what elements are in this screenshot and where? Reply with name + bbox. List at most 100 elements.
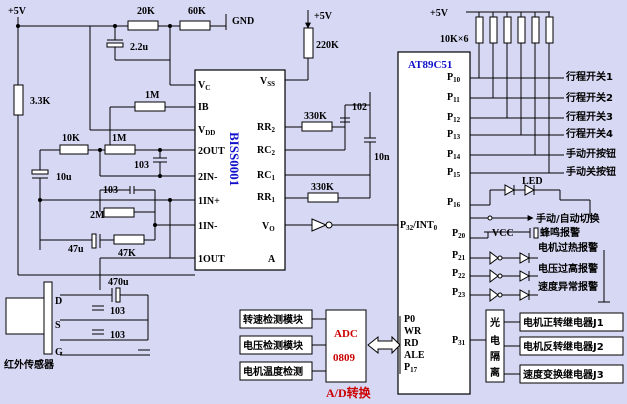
ir-sensor-lead-frame: [43, 281, 53, 355]
capacitor-10u: [31, 169, 49, 175]
manual-off-button-label: 手动关按钮: [566, 165, 616, 178]
at89c51-chip: [397, 51, 471, 395]
biss0001-name: BISS0001: [227, 132, 242, 186]
gnd-label: GND: [232, 16, 254, 27]
limit-switch-3-label: 行程开关3: [565, 110, 613, 123]
limit-switch-4-label: 行程开关4: [565, 127, 613, 140]
biss-pin-1inp: 1IN+: [198, 196, 220, 207]
resistor-20k-label: 20K: [137, 6, 155, 17]
ir-sensor-body: [5, 297, 49, 335]
capacitor-103-c-label: 103: [110, 306, 125, 317]
capacitor-103-b-label: 103: [103, 185, 118, 196]
svg-text:ALE: ALE: [404, 350, 425, 361]
resistor-20k: [127, 20, 159, 31]
capacitor-470u-label: 470u: [108, 277, 129, 288]
resistor-330k-a-label: 330K: [304, 111, 327, 122]
alarm-overcurrent: [470, 251, 538, 265]
resistor-330k-b-label: 330K: [311, 182, 334, 193]
led-diode: [504, 184, 516, 196]
vcc-buzzer-label: VCC: [492, 228, 514, 239]
resistor-3-3k-label: 3.3K: [30, 96, 51, 107]
adc-name-label: ADC: [334, 328, 358, 340]
ir-pin-d: D: [55, 296, 62, 307]
overcurrent-alarm-label: 电机过热报警: [538, 241, 598, 254]
relay-j1-box[interactable]: [519, 312, 624, 332]
inverter-symbol: [311, 218, 328, 232]
resistor-pack-label: 10K×6: [440, 34, 468, 45]
relay-j2-box[interactable]: [519, 336, 624, 356]
biss-pin-ib: IB: [198, 102, 209, 113]
resistor-47k: [113, 234, 145, 245]
adc-model-label: 0809: [333, 352, 356, 364]
alarm-speed: [470, 288, 538, 302]
resistor-330k-a: [301, 121, 333, 132]
vcc-right-label: +5V: [430, 8, 449, 19]
resistor-1m-2-label: 1M: [112, 133, 127, 144]
speed-abnormal-alarm-label: 速度异常报警: [538, 280, 598, 293]
optocoupler-label-3: 隔: [490, 351, 500, 363]
resistor-3-3k: [13, 84, 24, 116]
resistor-60k: [179, 20, 211, 31]
biss-pin-rr2: RR2: [257, 122, 275, 134]
biss0001-chip: [194, 69, 286, 271]
relay-j1-label: 电机正转继电器J1: [523, 316, 604, 329]
buzzer-label: 蜂鸣报警: [540, 226, 580, 239]
manual-auto-switch-label: 手动/自动切换: [536, 212, 601, 225]
biss-pin-1out: 1OUT: [198, 254, 225, 265]
adc-caption-label: A/D转换: [326, 385, 372, 400]
biss-pin-a: A: [268, 254, 276, 265]
capacitor-10u-label: 10u: [56, 172, 72, 183]
capacitor-47u-label: 47u: [68, 244, 84, 255]
speed-module-label: 转速检测模块: [243, 313, 304, 326]
temp-module-label: 电机温度检测: [243, 365, 303, 378]
overvoltage-alarm-label: 电压过高报警: [538, 262, 598, 275]
resistor-60k-label: 60K: [188, 6, 206, 17]
ir-sensor-label: 红外传感器: [4, 358, 55, 371]
capacitor-470u: [115, 287, 121, 303]
biss-pin-2out: 2OUT: [198, 146, 225, 157]
resistor-1m-ib-label: 1M: [145, 90, 160, 101]
resistor-pack: [475, 12, 554, 173]
optocoupler-label-1: 光: [489, 316, 500, 329]
svg-text:WR: WR: [404, 326, 422, 337]
vcc-mid-label: +5V: [314, 11, 333, 22]
resistor-220k: [303, 27, 314, 59]
biss-pin-2in: 2IN-: [198, 172, 217, 183]
mcu-pins: P10 P11 P12 P13 P14 P15 P16 P32/INT0 P20…: [400, 72, 466, 374]
resistor-10k-label: 10K: [62, 133, 80, 144]
capacitor-103-a-label: 103: [134, 160, 149, 171]
resistor-2m: [103, 207, 135, 218]
at89c51-name: AT89C51: [408, 59, 452, 71]
limit-switch-2-label: 行程开关2: [565, 91, 613, 104]
optocoupler-label-2: 电: [490, 334, 500, 347]
capacitor-2-2u: [106, 42, 124, 48]
relay-j3-label: 速度变换继电器J3: [523, 368, 604, 381]
capacitor-10n-label: 10n: [374, 152, 390, 163]
relay-j2-label: 电机反转继电器J2: [523, 340, 604, 353]
svg-text:P0: P0: [404, 314, 415, 325]
biss-pin-rr1: RR1: [257, 192, 275, 204]
voltage-module-label: 电压检测模块: [243, 339, 304, 352]
resistor-2m-label: 2M: [90, 210, 105, 221]
resistor-330k-b: [307, 192, 339, 203]
ir-pin-s: S: [55, 320, 61, 331]
biss-pin-1inm: 1IN-: [198, 221, 217, 232]
optocoupler-label-4: 离: [490, 366, 500, 379]
relay-j3-box[interactable]: [519, 364, 624, 384]
limit-switch-1-label: 行程开关1: [565, 70, 613, 83]
ir-pin-g: G: [55, 347, 63, 358]
data-bus-arrow: [367, 335, 401, 355]
resistor-47k-label: 47K: [118, 248, 136, 259]
capacitor-47u: [91, 233, 97, 249]
adc0809-box: [325, 309, 367, 383]
svg-text:P32/INT0: P32/INT0: [400, 220, 438, 232]
buzzer: [533, 227, 539, 239]
biss-pin-rc1: RC1: [257, 170, 275, 182]
alarm-overvoltage: [470, 269, 538, 283]
capacitor-103-d-label: 103: [110, 330, 125, 341]
vcc-left-label: +5V: [8, 6, 27, 17]
resistor-1m-2: [104, 144, 136, 155]
svg-text:RD: RD: [404, 338, 418, 349]
led-label: LED: [522, 176, 543, 187]
